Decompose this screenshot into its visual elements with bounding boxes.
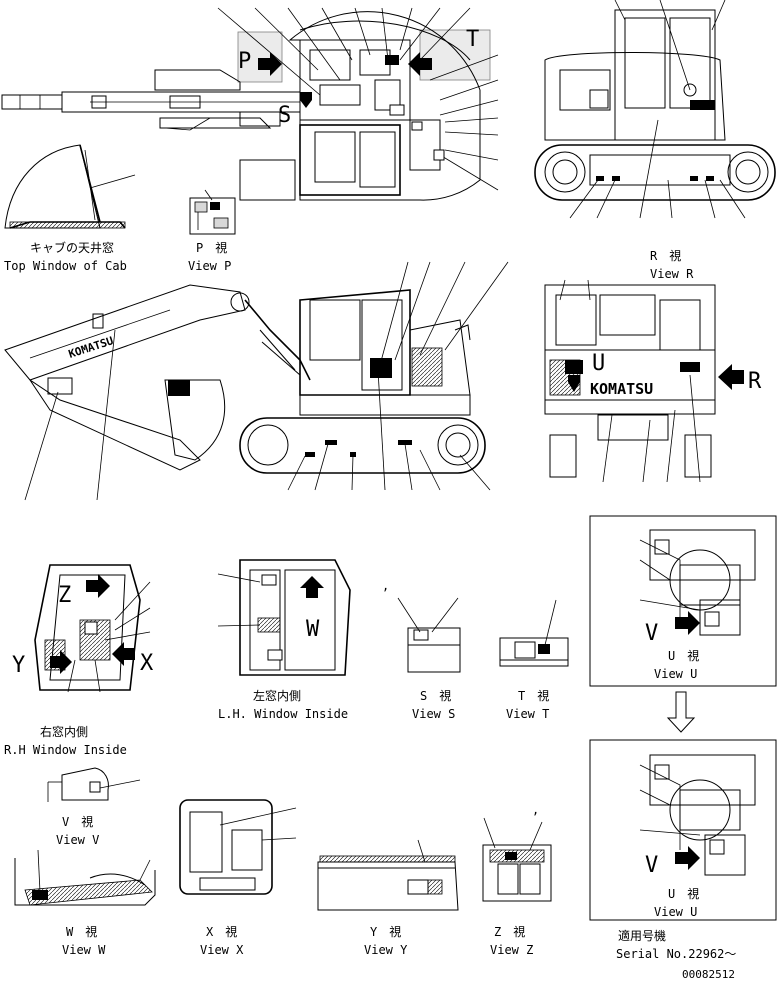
top-window-of-cab-view: キャブの天井窓 Top Window of Cab: [4, 144, 136, 273]
arrow-z-icon: [86, 574, 110, 598]
arrow-w-icon: [300, 576, 324, 598]
view-letter-y: Y: [12, 653, 25, 678]
caption-view-z-jp: Z 視: [494, 924, 525, 939]
drawing-number: 00082512: [682, 968, 735, 981]
view-letter-v1: V: [645, 621, 658, 646]
view-letter-p: P: [238, 49, 251, 74]
caption-view-w-jp: W 視: [66, 924, 97, 939]
serial-caption-jp: 適用号機: [618, 928, 666, 943]
view-r-detail: R 視 View R: [534, 0, 776, 281]
caption-view-y-jp: Y 視: [370, 924, 401, 939]
boom-brand-logo: KOMATSU: [67, 334, 115, 361]
view-letter-v2: V: [645, 853, 658, 878]
machine-top-view: P S T: [1, 7, 499, 201]
arrow-s-icon: [300, 92, 312, 108]
caption-view-y-en: View Y: [364, 943, 408, 957]
view-p-detail: P 視 View P: [188, 189, 236, 273]
view-letter-w: W: [306, 617, 320, 642]
caption-top-window-en: Top Window of Cab: [4, 259, 127, 273]
caption-view-r-jp: R 視: [650, 248, 681, 263]
view-v-detail: V 視 View V: [47, 767, 141, 847]
arrow-v2-icon: [675, 846, 700, 870]
caption-lh-window-jp: 左窓内側: [253, 688, 301, 703]
view-letter-r: R: [748, 369, 762, 394]
view-x-detail: X 視 View X: [179, 799, 297, 957]
caption-top-window-jp: キャブの天井窓: [30, 240, 114, 255]
arrow-r-icon: [718, 364, 744, 390]
caption-view-u2-en: View U: [654, 905, 697, 919]
machine-side-view: KOMATSU: [4, 261, 509, 501]
caption-view-u1-en: View U: [654, 667, 697, 681]
caption-rh-window-jp: 右窓内側: [40, 724, 88, 739]
caption-view-t-jp: T 視: [518, 688, 549, 703]
arrow-v1-icon: [675, 611, 700, 635]
view-y-detail: Y 視 View Y: [317, 839, 459, 957]
transition-arrow-icon: [666, 691, 696, 733]
caption-view-z-en: View Z: [490, 943, 533, 957]
caption-view-v-jp: V 視: [62, 814, 93, 829]
view-t-detail: T 視 View T: [499, 599, 569, 721]
view-u-detail-2: V U 視 View U: [589, 739, 777, 921]
caption-view-s-en: View S: [412, 707, 455, 721]
caption-view-w-en: View W: [62, 943, 106, 957]
caption-view-v-en: View V: [56, 833, 99, 847]
caption-view-s-jp: S 視: [420, 688, 451, 703]
serial-caption-en: Serial No.22962～: [616, 947, 736, 961]
view-letter-s: S: [278, 103, 291, 128]
caption-view-x-en: View X: [200, 943, 244, 957]
caption-view-p-jp: P 視: [196, 240, 227, 255]
view-z-mark: ,: [532, 803, 539, 817]
caption-view-r-en: View R: [650, 267, 694, 281]
arrow-x-icon: [112, 642, 135, 666]
caption-view-p-en: View P: [188, 259, 231, 273]
rh-window-inside-view: Z X Y 右窓内側 R.H Window Inside: [4, 564, 154, 757]
caption-view-u1-jp: U 視: [668, 648, 699, 663]
view-s-detail: , S 視 View S: [382, 579, 461, 721]
view-s-mark: ,: [382, 579, 389, 593]
lh-window-inside-view: W 左窓内側 L.H. Window Inside: [217, 559, 351, 721]
view-letter-x: X: [140, 651, 154, 676]
rear-view-u-detail: KOMATSU U R: [544, 279, 762, 483]
caption-view-t-en: View T: [506, 707, 549, 721]
view-letter-t: T: [466, 27, 479, 52]
caption-lh-window-en: L.H. Window Inside: [218, 707, 348, 721]
view-u-detail-1: V U 視 View U: [589, 515, 777, 687]
arrow-u-icon: [568, 375, 580, 392]
caption-view-u2-jp: U 視: [668, 886, 699, 901]
view-w-detail: W 視 View W: [14, 849, 156, 957]
arrow-p-icon: [258, 52, 282, 76]
rear-brand-logo: KOMATSU: [590, 380, 653, 398]
view-z-detail: , Z 視 View Z: [482, 803, 552, 957]
caption-rh-window-en: R.H Window Inside: [4, 743, 127, 757]
view-letter-z: Z: [58, 583, 71, 608]
arrow-t-icon: [408, 52, 432, 76]
caption-view-x-jp: X 視: [206, 924, 237, 939]
view-letter-u: U: [592, 351, 605, 376]
arrow-y-icon: [50, 650, 72, 674]
